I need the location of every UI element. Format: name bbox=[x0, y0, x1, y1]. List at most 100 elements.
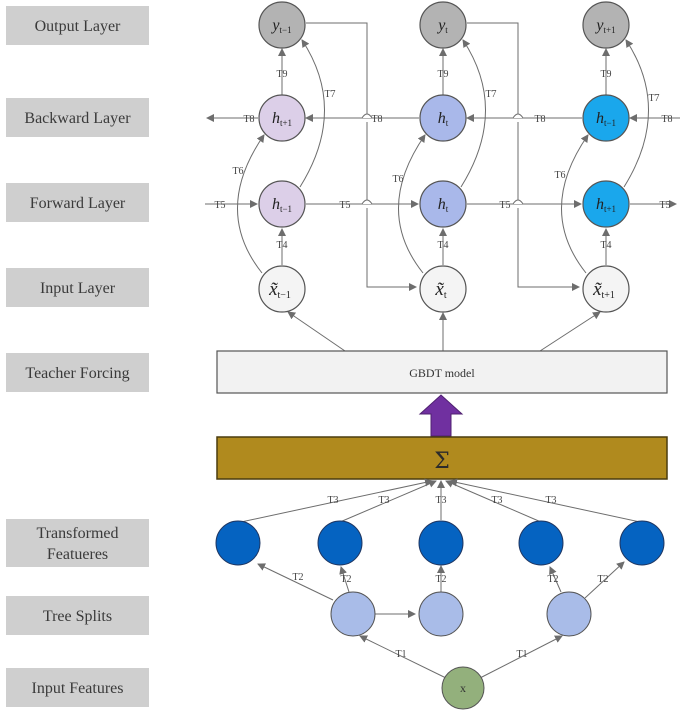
edge-label-t8: T8 bbox=[534, 114, 545, 125]
t2-edge-split3-leaf5 bbox=[584, 561, 625, 599]
output-node-2: yt bbox=[419, 1, 467, 49]
output-node-1: yt−1 bbox=[258, 1, 306, 49]
node-circle bbox=[582, 1, 630, 49]
layer-label-box bbox=[6, 519, 149, 567]
forward-node-2: ht bbox=[419, 180, 467, 228]
edge-label-t9: T9 bbox=[276, 69, 287, 80]
edge-label-t3: T3 bbox=[435, 495, 446, 506]
node-circle bbox=[419, 94, 467, 142]
node-label: yt−1 bbox=[270, 17, 291, 35]
edge-label-t6: T6 bbox=[392, 174, 403, 185]
node-circle bbox=[419, 180, 467, 228]
edge-label-t1: T1 bbox=[516, 649, 527, 660]
transformed-feature-node bbox=[518, 520, 564, 566]
transformed-feature-node bbox=[215, 520, 261, 566]
line-crossing bbox=[361, 199, 373, 205]
edge-label-t6: T6 bbox=[232, 166, 243, 177]
input-layer-nodes: x̃t−1 x̃t x̃t+1 bbox=[258, 265, 630, 313]
edge-labels: T9 T9 T9 T7 T7 T7 T8 T8 T8 T8 T6 T6 T6 T… bbox=[214, 69, 672, 251]
layer-label-transformed: Transformed Featueres bbox=[6, 519, 149, 567]
backward-node-3: ht−1 bbox=[582, 94, 630, 142]
tree-split-node bbox=[418, 591, 464, 637]
input-feature-label: x bbox=[460, 681, 466, 695]
node-label: ht−1 bbox=[596, 110, 616, 128]
line-crossing bbox=[512, 113, 524, 119]
edge-label-t5: T5 bbox=[214, 200, 225, 211]
node-circle bbox=[419, 1, 467, 49]
t2-edge-split1-leaf2 bbox=[339, 566, 350, 593]
t2-edge-split1-leaf1 bbox=[257, 563, 334, 601]
t7-edge-col2 bbox=[460, 39, 486, 188]
edge-label-t7: T7 bbox=[485, 89, 496, 100]
edge-label-t3: T3 bbox=[545, 495, 556, 506]
edge-label-t2: T2 bbox=[292, 572, 303, 583]
t3-edge-2 bbox=[339, 480, 437, 523]
node-circle bbox=[258, 1, 306, 49]
edge-label-t8: T8 bbox=[243, 114, 254, 125]
layer-label-input-features: Input Features bbox=[6, 668, 149, 707]
edge-label-t4: T4 bbox=[276, 240, 287, 251]
layer-label-input: Input Layer bbox=[6, 268, 149, 307]
tree-split-nodes bbox=[330, 591, 592, 637]
node-label: ht−1 bbox=[272, 196, 292, 214]
layer-label-output: Output Layer bbox=[6, 6, 149, 45]
layer-label-text: Input Layer bbox=[40, 280, 116, 297]
edge-label-t2: T2 bbox=[340, 574, 351, 585]
up-arrow-shape bbox=[418, 394, 464, 437]
gbdt-to-input-edges bbox=[287, 311, 601, 352]
t2-edge-split3-leaf4 bbox=[549, 566, 562, 593]
transformed-feature-node bbox=[418, 520, 464, 566]
transformed-feature-nodes bbox=[215, 520, 665, 566]
layer-label-text-line2: Featueres bbox=[47, 546, 108, 563]
t3-edge-5 bbox=[449, 478, 641, 523]
layer-label-box bbox=[6, 668, 149, 707]
t6-edge-col3 bbox=[561, 134, 589, 274]
t6-edge-col2 bbox=[398, 134, 426, 274]
line-crossings bbox=[361, 113, 524, 205]
t7-edge-col1 bbox=[299, 39, 325, 188]
t7-edge-col3 bbox=[623, 39, 649, 188]
tree-edges bbox=[257, 561, 625, 679]
layer-label-text-line1: Transformed bbox=[36, 525, 118, 542]
edge-label-t8: T8 bbox=[371, 114, 382, 125]
edge-label-t1: T1 bbox=[395, 649, 406, 660]
node-label: ht bbox=[438, 110, 449, 128]
edge-label-t6: T6 bbox=[554, 170, 565, 181]
backward-node-1: ht+1 bbox=[258, 94, 306, 142]
gbdt-model-rect bbox=[216, 350, 668, 394]
edge-label-t2: T2 bbox=[547, 574, 558, 585]
gbdt-model-label: GBDT model bbox=[409, 366, 475, 380]
transformed-feature-node bbox=[317, 520, 363, 566]
output-to-next-input-1 bbox=[306, 22, 416, 287]
node-label: ht bbox=[438, 196, 449, 214]
edge-label-t3: T3 bbox=[491, 495, 502, 506]
t1-edge-right bbox=[479, 635, 563, 679]
output-layer-nodes: yt−1 yt yt+1 bbox=[258, 1, 630, 49]
edge-label-t5: T5 bbox=[499, 200, 510, 211]
layer-label-box bbox=[6, 268, 149, 307]
input-feature-circle bbox=[441, 666, 485, 710]
gbdt-to-input-3 bbox=[539, 311, 601, 352]
layer-label-tree-splits: Tree Splits bbox=[6, 596, 149, 635]
node-label: ht+1 bbox=[596, 196, 616, 214]
gbdt-model-box: GBDT model bbox=[216, 350, 668, 394]
edge-label-t2: T2 bbox=[597, 574, 608, 585]
edge-label-t8: T8 bbox=[661, 114, 672, 125]
node-label: x̃t−1 bbox=[268, 279, 291, 301]
layer-label-forward: Forward Layer bbox=[6, 183, 149, 222]
input-feature-node: x bbox=[441, 666, 485, 710]
edge-label-t4: T4 bbox=[600, 240, 611, 251]
edge-label-t5: T5 bbox=[339, 200, 350, 211]
input-node-1: x̃t−1 bbox=[258, 265, 306, 313]
node-label: x̃t+1 bbox=[592, 279, 615, 301]
node-label: ht+1 bbox=[272, 110, 292, 128]
output-to-next-input-2 bbox=[467, 22, 579, 287]
forward-node-1: ht−1 bbox=[258, 180, 306, 228]
tree-split-node bbox=[330, 591, 376, 637]
layer-label-text: Teacher Forcing bbox=[25, 365, 129, 382]
t6-edge-col1 bbox=[237, 134, 265, 274]
layer-label-text: Output Layer bbox=[35, 18, 121, 35]
layer-label-teacher-forcing: Teacher Forcing bbox=[6, 353, 149, 392]
